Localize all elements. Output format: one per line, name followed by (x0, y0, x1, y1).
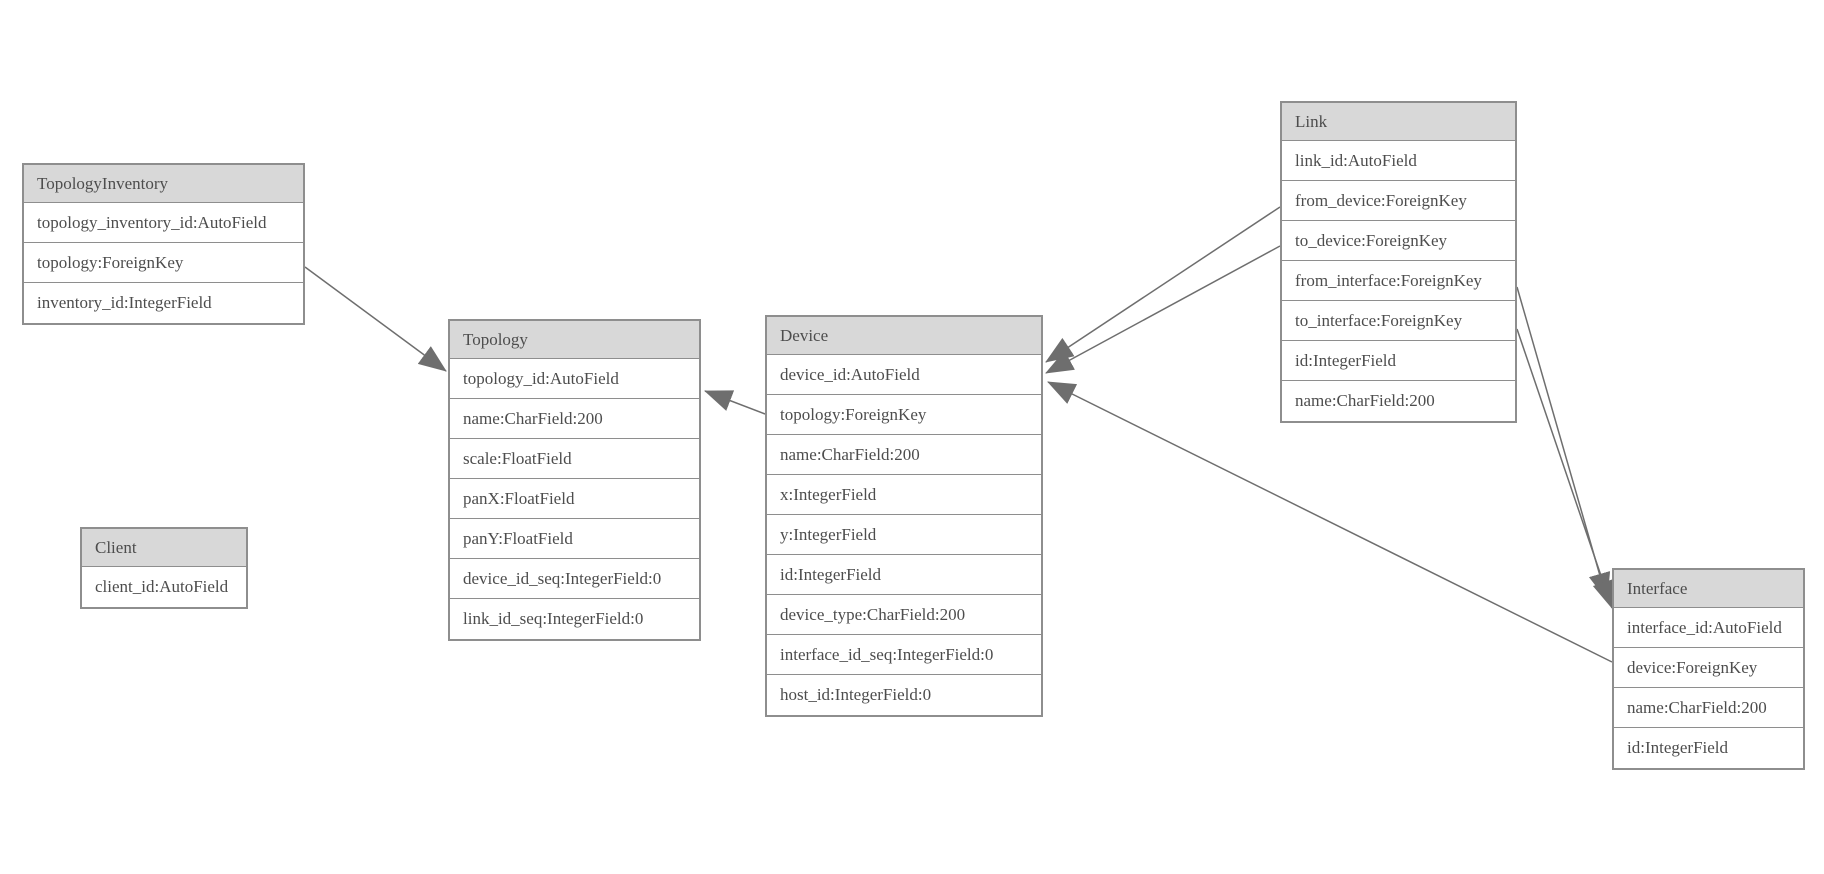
relation-link-to_interface-to-interface (1516, 328, 1614, 609)
entity-title-device: Device (767, 317, 1041, 355)
entity-field-row-topology-inventory-0: topology_inventory_id:AutoField (24, 203, 303, 243)
entity-field-row-topology-inventory-2: inventory_id:IntegerField (37, 293, 212, 312)
entity-field-row-topology-5: device_id_seq:IntegerField:0 (450, 559, 699, 599)
entity-field-row-client-0: client_id:AutoField (95, 577, 229, 596)
entity-field-row-device-6: device_type:CharField:200 (767, 595, 1041, 635)
entity-field-row-link-1: from_device:ForeignKey (1282, 181, 1515, 221)
entity-field-row-topology-0: topology_id:AutoField (450, 359, 699, 399)
entity-field-row-interface-0: interface_id:AutoField (1614, 608, 1803, 648)
entity-field-row-topology-3: panX:FloatField (450, 479, 699, 519)
entity-title-topology-inventory: TopologyInventory (24, 165, 303, 203)
entity-field-row-link-6: name:CharField:200 (1295, 391, 1435, 410)
entity-field-row-device-8: host_id:IntegerField:0 (780, 685, 932, 704)
entity-field-row-device-1: topology:ForeignKey (767, 395, 1041, 435)
entity-field-row-device-2: name:CharField:200 (767, 435, 1041, 475)
entity-field-row-link-4: to_interface:ForeignKey (1282, 301, 1515, 341)
entity-field-row-topology-4: panY:FloatField (450, 519, 699, 559)
entity-field-row-link-2: to_device:ForeignKey (1282, 221, 1515, 261)
entity-field-row-link-0: link_id:AutoField (1282, 141, 1515, 181)
entity-field-row-interface-3: id:IntegerField (1627, 738, 1729, 757)
entity-field-row-device-5: id:IntegerField (767, 555, 1041, 595)
entity-title-link: Link (1282, 103, 1515, 141)
entity-table-client: Client client_id:AutoField (80, 527, 248, 609)
entity-field-row-device-0: device_id:AutoField (767, 355, 1041, 395)
relation-link-to_device-to-device (1045, 245, 1281, 374)
entity-field-row-topology-6: link_id_seq:IntegerField:0 (463, 609, 644, 628)
entity-field-row-link-5: id:IntegerField (1282, 341, 1515, 381)
entity-field-row-link-3: from_interface:ForeignKey (1282, 261, 1515, 301)
relation-topologyinventory-topology-to-topology (304, 266, 447, 372)
entity-field-row-topology-1: name:CharField:200 (450, 399, 699, 439)
entity-field-row-interface-2: name:CharField:200 (1614, 688, 1803, 728)
relation-link-from_device-to-device (1045, 206, 1281, 363)
entity-field-row-device-7: interface_id_seq:IntegerField:0 (767, 635, 1041, 675)
entity-title-client: Client (82, 529, 246, 567)
entity-title-topology: Topology (450, 321, 699, 359)
relation-interface-device-to-device (1047, 381, 1613, 663)
relation-device-topology-to-topology (704, 390, 766, 415)
entity-field-row-device-3: x:IntegerField (767, 475, 1041, 515)
entity-field-row-device-4: y:IntegerField (767, 515, 1041, 555)
entity-field-row-topology-inventory-1: topology:ForeignKey (24, 243, 303, 283)
entity-title-interface: Interface (1614, 570, 1803, 608)
entity-field-row-interface-1: device:ForeignKey (1614, 648, 1803, 688)
entity-field-row-topology-2: scale:FloatField (450, 439, 699, 479)
